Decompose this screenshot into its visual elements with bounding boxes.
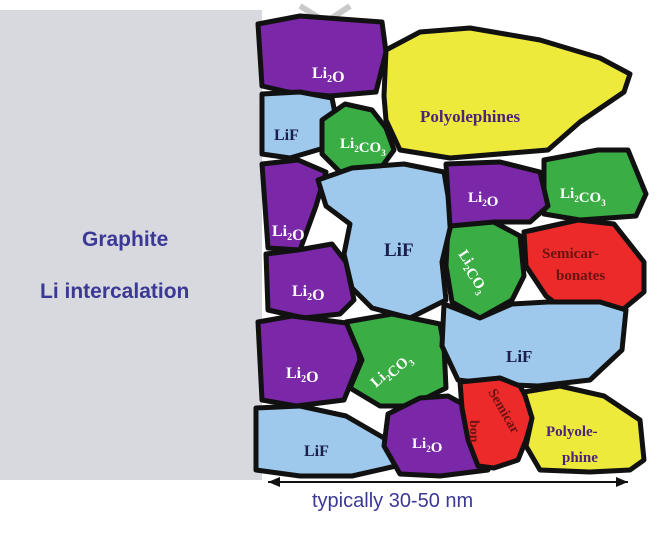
semicarbonates-grain-1: Semicar-bonates (521, 217, 647, 319)
lif-grain-3-label: LiF (506, 347, 532, 366)
li2o-grain-5-shape (255, 313, 363, 409)
lif-grain-4-label: LiF (304, 443, 329, 460)
polyolephines-grain-2-label-line2: phine (562, 450, 598, 466)
li2o-grain-2-shape (259, 157, 329, 253)
polyolephines-grain-2-label: Polyole- (546, 424, 598, 440)
li2o-grain-4-shape (443, 159, 551, 229)
li2o-grain-4: Li2O (443, 159, 551, 229)
graphite-label: Graphite (82, 228, 169, 251)
li2o-grain-2: Li2O (259, 157, 329, 253)
li2co3-grain-3-label: Li2CO3 (560, 186, 606, 208)
lif-grain-3-shape (439, 299, 629, 389)
lif-grain-3: LiF (439, 299, 629, 389)
semicarbonates-grain-1-label: Semicar- (542, 246, 599, 262)
li2o-grain-1-label: Li2O (312, 65, 345, 86)
li-intercalation-label: Li intercalation (40, 280, 190, 303)
li2co3-grain-1: Li2CO3 (319, 101, 397, 179)
li2co3-grain-3-shape (541, 147, 649, 223)
li2co3-grain-1-shape (319, 101, 397, 179)
scale-arrow-left-head (268, 477, 280, 487)
lif-grain-2-shape (315, 161, 455, 321)
li2co3-grain-2-shape (443, 217, 527, 321)
li2o-grain-3-label: Li2O (292, 283, 325, 304)
li2o-grain-6-label: Li2O (412, 436, 442, 456)
lif-grain-1-label: LiF (274, 127, 299, 144)
li2co3-grain-3: Li2CO3 (541, 147, 649, 223)
lif-grain-4-shape (253, 403, 399, 479)
li2co3-grain-1-label: Li2CO3 (340, 136, 386, 158)
semicarbonates-grain-2-shape (457, 375, 537, 471)
polyolephines-grain-2-shape (521, 383, 647, 475)
lif-grain-4: LiF (253, 403, 399, 479)
li2o-grain-3-shape (263, 241, 357, 321)
li2o-grain-1: Li2O (255, 13, 389, 99)
polyolephines-grain-1-shape (381, 25, 633, 161)
semicarbonates-grain-1-label-line2: bonates (556, 268, 605, 284)
li2o-grain-1-shape (255, 13, 389, 99)
graphite-region (0, 10, 262, 480)
li2o-grain-4-label: Li2O (468, 190, 498, 210)
scale-arrow-right-head (616, 477, 628, 487)
polyolephines-grain-1-label: Polyolephines (420, 107, 521, 126)
lif-grain-2-label: LiF (384, 240, 414, 261)
li2o-grain-5-label: Li2O (286, 365, 319, 386)
scale-label: typically 30-50 nm (312, 490, 474, 512)
polyolephines-grain-1: Polyolephines (381, 25, 633, 161)
semicarbonates-grain-1-shape (521, 217, 647, 319)
li2o-grain-5: Li2O (255, 313, 363, 409)
li2co3-grain-2: Li2CO3 (443, 217, 527, 321)
lif-grain-2: LiF (315, 161, 455, 321)
li2o-grain-3: Li2O (263, 241, 357, 321)
polyolephines-grain-2: Polyole-phine (521, 383, 647, 475)
semicarbonates-grain-2-label-line2: bon (466, 420, 481, 443)
li2o-grain-2-label: Li2O (272, 223, 305, 244)
li2co3-grain-4: Li2CO3 (343, 311, 449, 409)
